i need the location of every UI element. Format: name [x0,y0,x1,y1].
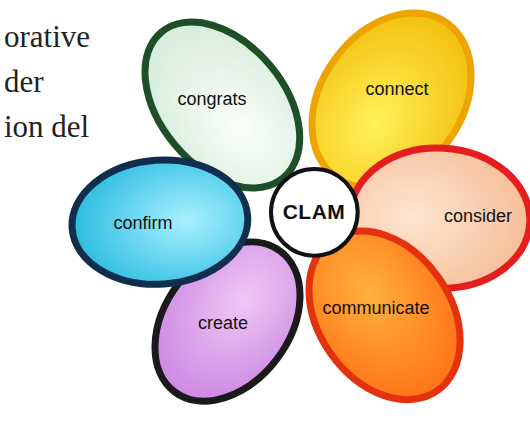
center-circle: CLAM [265,163,364,262]
petal-outline [68,154,252,290]
center-label: CLAM [283,200,346,224]
petal: confirm [66,154,254,290]
petal-label: confirm [113,213,172,234]
petal-label: connect [365,79,428,100]
title-text: orative der ion del [4,14,90,149]
petal-label: congrats [177,89,246,110]
center-circle-outline [271,169,358,256]
petal-label: create [198,313,248,334]
petal-label: communicate [322,298,429,319]
petal-label: consider [444,206,512,227]
